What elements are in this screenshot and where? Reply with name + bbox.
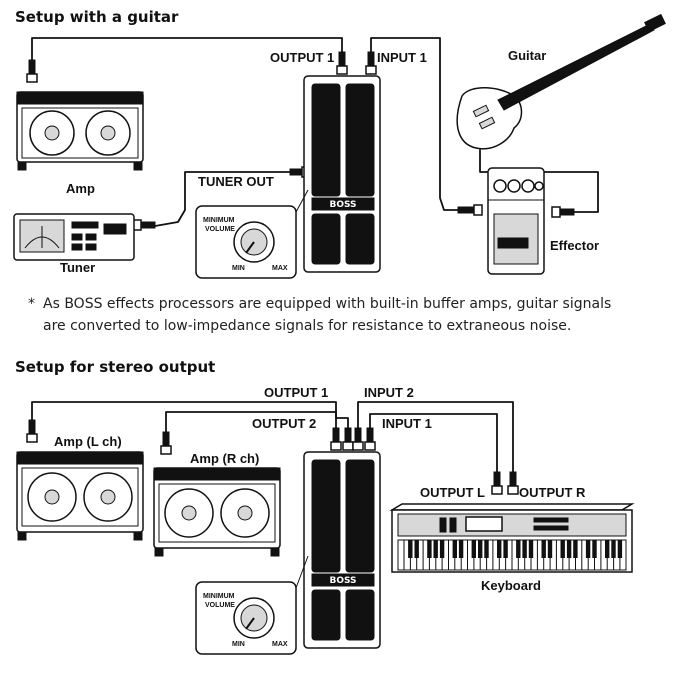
black-key (427, 540, 432, 558)
black-key (439, 540, 445, 558)
volume-pedal-stereo-icon: BOSS (303, 451, 381, 649)
tuner-label: Tuner (60, 260, 95, 275)
effector-label: Effector (550, 238, 599, 253)
minimum-volume-knob-callout (195, 189, 309, 279)
black-key (617, 540, 623, 558)
black-key (573, 540, 578, 558)
cable-output1-to-amp (31, 37, 343, 61)
knob-stereo-title-line1: MINIMUM (203, 593, 235, 600)
plugs-stereo-setup (26, 419, 519, 495)
output1-stereo-label: OUTPUT 1 (264, 385, 328, 400)
section-title-guitar-setup: Setup with a guitar (15, 8, 179, 26)
black-key (458, 540, 464, 558)
cables-stereo-setup (31, 401, 514, 473)
knob-title-line1: MINIMUM (203, 217, 235, 224)
black-key (547, 540, 553, 558)
output1-label: OUTPUT 1 (270, 50, 334, 65)
tuner-out-label: TUNER OUT (198, 174, 274, 189)
black-key (497, 540, 502, 558)
black-key (566, 540, 572, 558)
amp-l-label: Amp (L ch) (54, 434, 122, 449)
black-key (433, 540, 438, 558)
amp-r-icon (153, 467, 281, 557)
black-key (408, 540, 413, 558)
cables-guitar-setup (31, 37, 599, 227)
guitar-label: Guitar (508, 48, 546, 63)
amp-r-label: Amp (R ch) (190, 451, 259, 466)
pedal-stereo-brand: BOSS (329, 576, 356, 586)
knob-stereo-title-line2: VOLUME (205, 602, 235, 609)
black-key (414, 540, 419, 558)
cable-tuner-out-to-tuner (154, 171, 291, 227)
effector-pedal-icon (487, 167, 545, 275)
knob-min-label: MIN (232, 265, 245, 272)
keyboard-icon (389, 503, 635, 573)
minimum-volume-knob-callout-stereo (195, 555, 309, 655)
output2-label: OUTPUT 2 (252, 416, 316, 431)
input1-label: INPUT 1 (377, 50, 427, 65)
black-key (592, 540, 597, 558)
black-key (478, 540, 483, 558)
tuner-icon (13, 213, 135, 261)
note-line2: are converted to low-impedance signals f… (43, 318, 571, 334)
keyboard-label: Keyboard (481, 578, 541, 593)
black-key (452, 540, 457, 558)
amp-icon (16, 91, 144, 171)
cable-input1-to-effector (370, 37, 463, 211)
section-title-stereo-setup: Setup for stereo output (15, 358, 215, 376)
volume-pedal-icon: BOSS (303, 75, 381, 273)
black-key (605, 540, 610, 558)
knob-title-line2: VOLUME (205, 226, 235, 233)
black-key (516, 540, 521, 558)
plugs-guitar-setup (26, 51, 575, 231)
guitar-icon (456, 13, 666, 150)
amp-label: Amp (66, 181, 95, 196)
note-marker: * (28, 296, 35, 312)
knob-stereo-max-label: MAX (272, 641, 288, 648)
output-l-label: OUTPUT L (420, 485, 485, 500)
input1-stereo-label: INPUT 1 (382, 416, 432, 431)
cable-output2-to-amp-r (165, 411, 349, 433)
cable-effector-to-guitar (479, 149, 599, 213)
pedal-brand: BOSS (329, 200, 356, 210)
black-key (560, 540, 565, 558)
black-key (503, 540, 508, 558)
amp-l-icon (16, 451, 144, 541)
knob-stereo-min-label: MIN (232, 641, 245, 648)
black-key (471, 540, 476, 558)
cable-input1-to-output-l (369, 413, 498, 473)
note-line1: As BOSS effects processors are equipped … (43, 296, 611, 312)
black-key (585, 540, 591, 558)
black-key (541, 540, 546, 558)
input2-label: INPUT 2 (364, 385, 414, 400)
black-key (484, 540, 489, 558)
black-key (611, 540, 616, 558)
output-r-label: OUTPUT R (519, 485, 586, 500)
knob-max-label: MAX (272, 265, 288, 272)
cable-input2-to-output-r (357, 401, 514, 473)
black-key (528, 540, 534, 558)
black-key (522, 540, 527, 558)
